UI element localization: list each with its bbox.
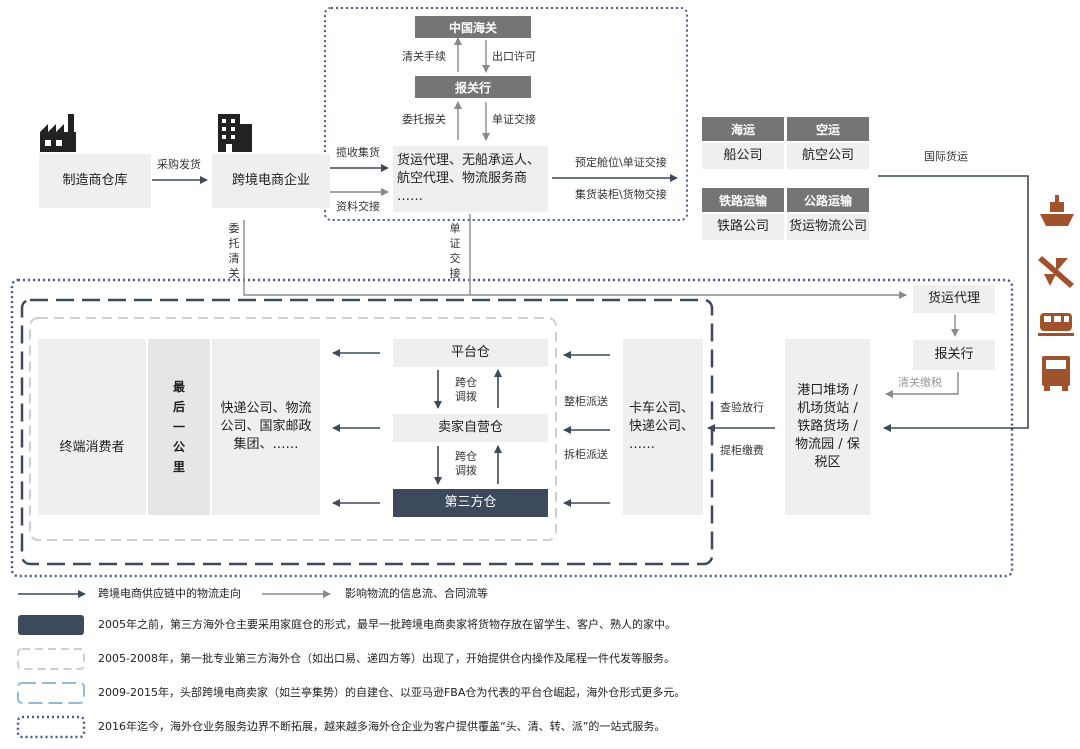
- legend-item-2: 2005-2008年，第一批专业第三方海外仓（如出口易、递四方等）出现了，开始提…: [98, 652, 675, 665]
- couriers-box: 快递公司、物流 公司、国家邮政 集团、……: [212, 339, 320, 515]
- end-consumer-label: 终端消费者: [59, 440, 125, 455]
- legend-item-4: 2016年迄今，海外仓业务服务边界不断拓展，越来越多海外仓企业为客户提供覆盖“头…: [98, 720, 666, 733]
- platform-warehouse-box: 平台仓: [393, 339, 548, 367]
- label-purchase: 采购发货: [157, 158, 201, 171]
- plane-icon: [1038, 256, 1074, 288]
- factory-icon: [40, 114, 76, 152]
- sea-header: 海运: [702, 117, 784, 141]
- truck-icon: [1042, 356, 1070, 391]
- legend-item-3: 2009-2015年，头部跨境电商卖家（如兰亭集势）的自建仓、以亚马逊FBA仓为…: [98, 686, 686, 699]
- last-mile-box: 最 后 一 公 里: [148, 339, 210, 515]
- label-booking: 预定舱位\单证交接: [575, 156, 667, 169]
- frame-2009-2015: [20, 298, 714, 566]
- broker-top-box: 报关行: [415, 76, 531, 98]
- label-consolidation: 集货装柜\货物交接: [575, 188, 667, 201]
- end-consumer-box: 终端消费者: [38, 339, 146, 515]
- third-party-warehouse-box: 第三方仓: [393, 489, 548, 517]
- label-pickup-fee: 提柜缴费: [720, 444, 764, 457]
- label-entrust-declare: 委托报关: [402, 113, 446, 126]
- freight-agent-box: 货运代理: [913, 285, 995, 313]
- air-value-box: 航空公司: [787, 143, 869, 169]
- manufacturer-warehouse-box: 制造商仓库: [39, 154, 151, 208]
- sea-value-box: 船公司: [702, 143, 784, 169]
- road-header: 公路运输: [787, 188, 869, 212]
- label-docs: 资料交接: [336, 200, 380, 213]
- legend-grey-arrow: 影响物流的信息流、合同流等: [345, 587, 488, 600]
- china-customs-box: 中国海关: [415, 16, 531, 38]
- label-transfer-2: 跨仓 调拨: [455, 450, 477, 477]
- road-value-box: 货运物流公司: [787, 214, 869, 240]
- broker-right-box: 报关行: [913, 340, 995, 370]
- label-doc-handover-v: 单证交接: [449, 222, 461, 280]
- port-box: 港口堆场 / 机场货站 / 铁路货场 / 物流园 / 保 税区: [785, 339, 870, 515]
- frame-2005-2008: [29, 317, 557, 541]
- label-inspect-release: 查验放行: [720, 401, 764, 414]
- label-doc-handover: 单证交接: [492, 113, 536, 126]
- label-clear-tax: 清关缴税: [898, 376, 942, 389]
- frame-top-customs: [324, 7, 688, 221]
- legend-item-1: 2005年之前，第三方海外仓主要采用家庭仓的形式，最早一批跨境电商卖家将货物存放…: [98, 618, 676, 631]
- label-collect: 揽收集货: [336, 146, 380, 159]
- label-intl-freight: 国际货运: [924, 150, 968, 163]
- label-export-permit: 出口许可: [492, 50, 536, 63]
- rail-header: 铁路运输: [702, 188, 784, 212]
- legend-dark-arrow: 跨境电商供应链中的物流走向: [98, 587, 241, 600]
- label-transfer-1: 跨仓 调拨: [455, 376, 477, 403]
- train-icon: [1038, 313, 1074, 336]
- cross-border-ecommerce-box: 跨境电商企业: [212, 154, 330, 208]
- forwarders-box: 货运代理、无船承运人、 航空代理、物流服务商 ……: [393, 146, 548, 212]
- building-icon: [218, 114, 252, 152]
- label-entrust-clear: 委托清关: [228, 222, 240, 280]
- air-header: 空运: [787, 117, 869, 141]
- label-split-container: 拆柜派送: [564, 448, 608, 461]
- trucking-box: 卡车公司、 快递公司、 ……: [623, 339, 703, 515]
- rail-value-box: 铁路公司: [702, 214, 784, 240]
- label-whole-container: 整柜派送: [564, 395, 608, 408]
- label-clearance: 清关手续: [402, 50, 446, 63]
- ship-icon: [1040, 195, 1074, 226]
- seller-warehouse-box: 卖家自营仓: [393, 414, 548, 442]
